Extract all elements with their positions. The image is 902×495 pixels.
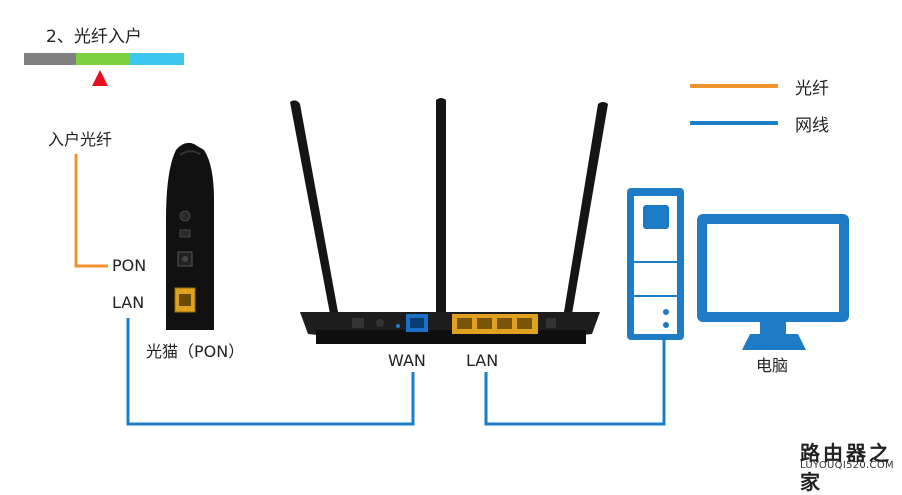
modem-name-label: 光猫（PON）	[146, 342, 245, 361]
incoming-fiber-label: 入户光纤	[48, 130, 113, 149]
wireless-router-icon	[300, 312, 600, 344]
modem-pon-port-label: PON	[112, 256, 147, 275]
optical-modem-icon	[166, 142, 214, 330]
current-step-marker-icon	[92, 70, 108, 86]
step-segment-2	[76, 53, 130, 65]
pc-tower-icon	[627, 188, 684, 340]
router-wan-label: WAN	[388, 351, 426, 370]
network-diagram	[74, 98, 849, 426]
cable-lan-to-computer	[484, 338, 666, 426]
step-segment-1	[24, 53, 76, 65]
fiber-cable-line	[74, 154, 108, 268]
computer-label: 电脑	[756, 356, 789, 375]
router-lan-label: LAN	[466, 351, 499, 370]
step-title: 2、光纤入户	[46, 27, 142, 47]
legend-fiber-label: 光纤	[795, 79, 829, 99]
watermark-url: LUYOUQI520.COM	[800, 460, 894, 471]
step-segment-3	[130, 53, 184, 65]
legend-cable-line	[690, 121, 778, 125]
monitor-icon	[697, 214, 849, 350]
legend-fiber-line	[690, 84, 778, 88]
watermark-logo-text: 路由器之家	[800, 441, 892, 494]
cable-modem-to-wan	[126, 318, 415, 426]
legend-cable-label: 网线	[795, 116, 829, 136]
modem-lan-port-label: LAN	[112, 293, 145, 312]
router-antenna-icon	[290, 98, 608, 315]
